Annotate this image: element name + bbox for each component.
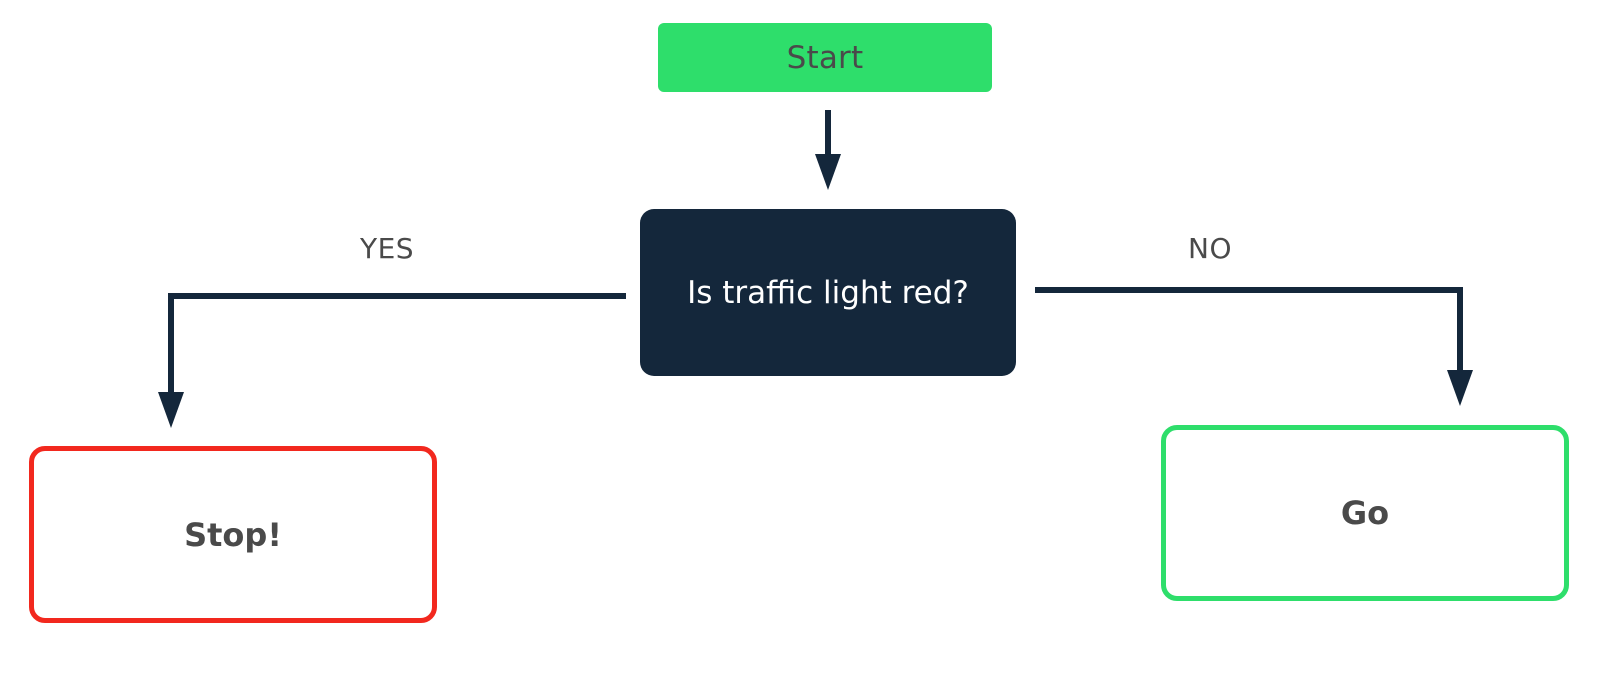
decision-node-label: Is traffic light red? bbox=[687, 274, 969, 311]
stop-node: Stop! bbox=[29, 446, 437, 623]
edge-label-no: NO bbox=[1188, 232, 1232, 265]
arrow-yes-to-stop bbox=[158, 293, 626, 428]
start-node-label: Start bbox=[786, 39, 864, 76]
go-node: Go bbox=[1161, 425, 1569, 601]
arrow-yes-to-stop-head bbox=[158, 392, 184, 428]
start-node: Start bbox=[658, 23, 992, 92]
arrow-yes-to-stop-shaft bbox=[168, 293, 626, 398]
arrow-no-to-go-shaft bbox=[1035, 287, 1463, 375]
stop-node-label: Stop! bbox=[184, 515, 282, 554]
edge-label-yes: YES bbox=[360, 232, 415, 265]
arrow-start-to-decision-head bbox=[815, 154, 841, 190]
arrow-no-to-go-head bbox=[1447, 370, 1473, 406]
go-node-label: Go bbox=[1340, 494, 1390, 532]
decision-node: Is traffic light red? bbox=[640, 209, 1016, 376]
arrow-no-to-go bbox=[1035, 287, 1473, 406]
arrow-start-to-decision bbox=[815, 110, 841, 190]
